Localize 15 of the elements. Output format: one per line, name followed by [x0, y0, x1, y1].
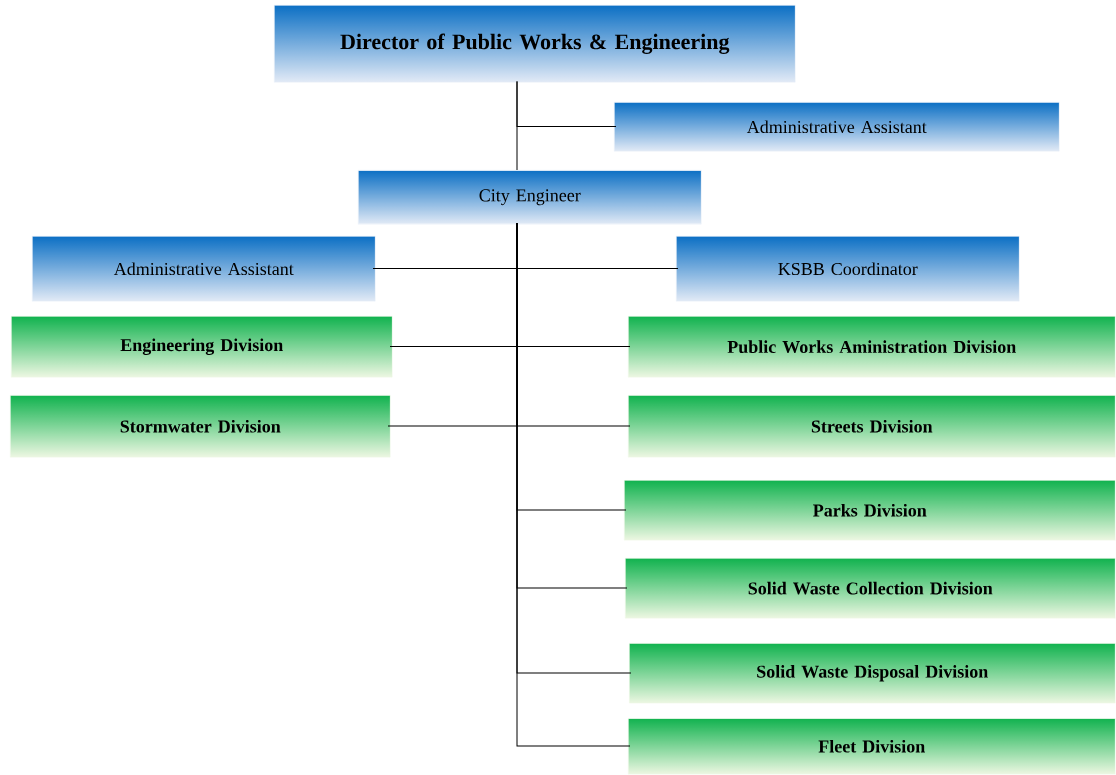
division-box: Public Works Aministration Division — [628, 316, 1116, 378]
connector-line — [516, 80, 617, 127]
division-box: Stormwater Division — [10, 395, 391, 458]
position-box: KSBB Coordinator — [676, 236, 1020, 302]
division-box: Solid Waste Disposal Division — [629, 643, 1116, 704]
position-box: City Engineer — [358, 170, 702, 225]
division-box: Solid Waste Collection Division — [625, 558, 1116, 619]
director-box: Director of Public Works & Engineering — [274, 5, 796, 83]
position-box: Administrative Assistant — [614, 102, 1060, 152]
division-box: Engineering Division — [11, 316, 393, 378]
division-box: Fleet Division — [628, 718, 1116, 775]
connector-line — [516, 81, 518, 171]
position-box: Administrative Assistant — [32, 236, 376, 302]
division-box: Parks Division — [624, 480, 1116, 541]
division-box: Streets Division — [628, 395, 1116, 458]
